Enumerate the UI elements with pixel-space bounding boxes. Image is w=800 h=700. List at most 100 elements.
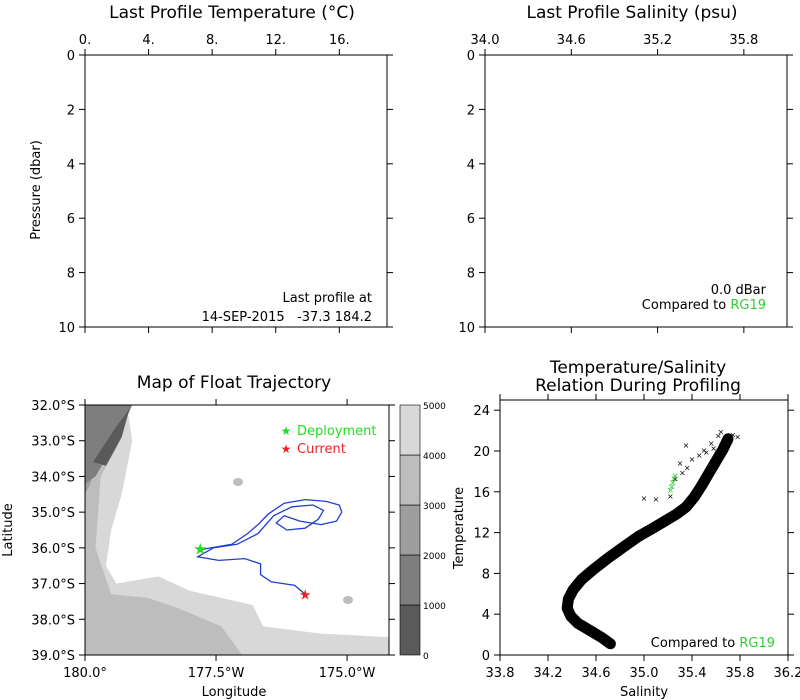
salinity-plot-frame xyxy=(484,54,788,328)
map-ytick-label: 34.0°S xyxy=(31,470,75,485)
ts-xtick-label: 35.8 xyxy=(726,666,755,681)
colorbar-tick-label: 1000 xyxy=(423,602,446,612)
ts-data-point: × xyxy=(684,463,691,472)
colorbar-segment xyxy=(399,504,421,556)
temperature-x-ticks: 0. 4. 8. 12. 16. xyxy=(79,33,350,333)
colorbar-segment xyxy=(399,404,421,456)
salinity-ytick-label: 2 xyxy=(467,103,475,118)
ts-data-point: × xyxy=(679,468,686,477)
legend-current-label: Current xyxy=(297,442,346,457)
salinity-ytick-label: 0 xyxy=(467,49,475,64)
colorbar-tick-label: 0 xyxy=(423,652,429,662)
temperature-ytick-label: 6 xyxy=(67,212,75,227)
ts-xtick-label: 35.0 xyxy=(630,666,659,681)
ts-reference-point: × xyxy=(670,475,678,485)
temperature-ytick-label: 2 xyxy=(67,103,75,118)
ts-data-point: × xyxy=(727,437,734,446)
ts-data-point: × xyxy=(641,494,648,503)
salinity-ytick-label: 10 xyxy=(458,321,475,336)
colorbar-tick-label: 5000 xyxy=(423,402,446,412)
temperature-plot-frame xyxy=(84,54,388,328)
temperature-ytick-label: 0 xyxy=(67,49,75,64)
map-ytick-label: 33.0°S xyxy=(31,435,75,450)
temperature-xtick-label: 0. xyxy=(79,33,91,48)
ts-data-point: × xyxy=(672,475,679,484)
temperature-profile-panel: Last Profile Temperature (°C) 0. 4. 8. 12. 1… xyxy=(29,3,393,336)
ts-data-point: × xyxy=(701,446,708,455)
map-ytick-label: 38.0°S xyxy=(31,613,75,628)
pressure-axis-label: Pressure (dbar) xyxy=(29,140,44,240)
ts-data-point: × xyxy=(715,432,722,441)
salinity-ytick-label: 6 xyxy=(467,212,475,227)
temperature-xtick-label: 8. xyxy=(206,33,218,48)
ts-ytick-label: 20 xyxy=(473,445,490,460)
current-star-icon: ★ xyxy=(299,587,312,603)
salinity-compared-note: Compared to RG19 xyxy=(642,298,766,313)
salinity-axis-label: Salinity xyxy=(620,685,668,700)
seamount-1 xyxy=(233,478,243,486)
bathymetry xyxy=(85,405,389,655)
ts-data-point: × xyxy=(722,443,729,452)
ts-compared-prefix: Compared to xyxy=(651,636,740,651)
map-ytick-label: 37.0°S xyxy=(31,578,75,593)
map-frame xyxy=(84,404,390,656)
map-title: Map of Float Trajectory xyxy=(137,373,331,393)
ts-plot: ××××××××××××××××××××××××× xyxy=(561,428,741,650)
last-profile-date-location: 14-SEP-2015 -37.3 184.2 xyxy=(202,310,372,325)
ts-data-point: × xyxy=(667,492,674,501)
legend-deployment-label: Deployment xyxy=(297,424,377,439)
temperature-xtick-label: 12. xyxy=(265,33,286,48)
salinity-xtick-label: 35.8 xyxy=(729,33,758,48)
temperature-title: Last Profile Temperature (°C) xyxy=(109,3,355,23)
float-trajectory xyxy=(195,498,343,595)
map-y-ticks: 32.0°S33.0°S34.0°S35.0°S36.0°S37.0°S38.0… xyxy=(31,399,395,664)
ts-xtick-label: 36.2 xyxy=(774,666,800,681)
latitude-axis-label: Latitude xyxy=(1,503,16,557)
temperature-ytick-label: 10 xyxy=(58,321,75,336)
bathymetry-contour xyxy=(85,405,389,655)
colorbar-tick-label: 4000 xyxy=(423,452,446,462)
ts-compared-note: Compared to RG19 xyxy=(651,636,775,651)
legend-current-star-icon: ★ xyxy=(281,442,292,456)
ts-data-point: × xyxy=(689,455,696,464)
ts-data-point: × xyxy=(683,441,690,450)
ts-reference-name: RG19 xyxy=(739,636,775,651)
map-ytick-label: 39.0°S xyxy=(31,649,75,664)
map-xtick-label: 180.0° xyxy=(63,666,107,681)
salinity-ytick-label: 4 xyxy=(467,158,475,173)
ts-data-point: × xyxy=(734,433,741,442)
map-ytick-label: 35.0°S xyxy=(31,506,75,521)
temperature-xtick-label: 4. xyxy=(142,33,154,48)
colorbar-tick-label: 3000 xyxy=(423,502,446,512)
temperature-ytick-label: 8 xyxy=(67,267,75,282)
ts-reference-point: × xyxy=(667,486,675,496)
temperature-ytick-label: 4 xyxy=(67,158,75,173)
temperature-y-ticks: 0 2 4 6 8 10 xyxy=(58,49,393,336)
ts-ytick-label: 16 xyxy=(473,486,490,501)
ts-ytick-label: 12 xyxy=(473,527,490,542)
temperature-xtick-label: 16. xyxy=(329,33,350,48)
seamount-2 xyxy=(343,596,353,604)
ts-title-line2: Relation During Profiling xyxy=(535,376,741,396)
salinity-compared-prefix: Compared to xyxy=(642,298,731,313)
ts-reference-point: × xyxy=(671,471,679,481)
ts-xtick-label: 34.2 xyxy=(534,666,563,681)
ts-xtick-label: 33.8 xyxy=(486,666,515,681)
map-panel: Map of Float Trajectory ★ ★ ★ Deployment… xyxy=(1,373,446,700)
salinity-title: Last Profile Salinity (psu) xyxy=(526,3,737,23)
ts-data-point: × xyxy=(710,444,717,453)
ts-data-point: × xyxy=(708,439,715,448)
ts-data-point: × xyxy=(696,451,703,460)
colorbar-segment xyxy=(399,604,421,656)
ts-data-point: × xyxy=(653,495,660,504)
ts-ytick-label: 4 xyxy=(482,608,490,623)
temperature-axis-label: Temperature xyxy=(452,487,467,570)
